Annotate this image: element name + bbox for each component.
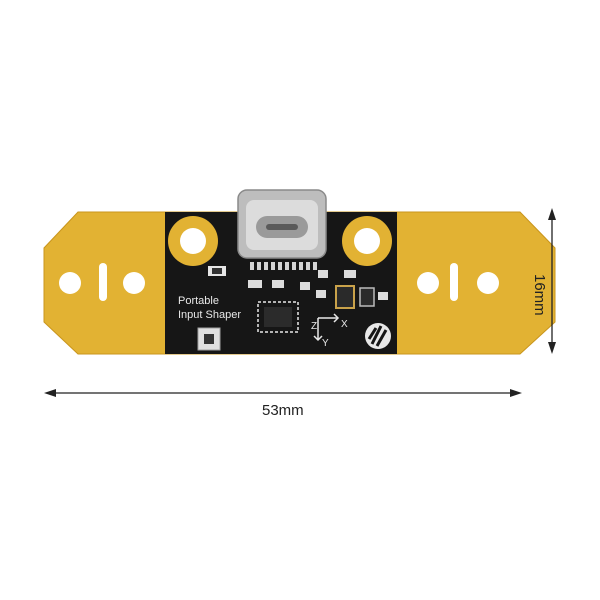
- mounting-hole-right-outer: [477, 272, 499, 294]
- silkscreen-line2: Input Shaper: [178, 309, 241, 321]
- axis-z-label: Z: [311, 321, 317, 332]
- mounting-slot-left: [99, 263, 107, 301]
- silkscreen-line1: Portable: [178, 295, 219, 307]
- mounting-hole-left-inner: [123, 272, 145, 294]
- mounting-hole-left-outer: [59, 272, 81, 294]
- height-dimension-arrow: [548, 208, 556, 354]
- axis-y-label: Y: [322, 338, 329, 349]
- stylized-s-logo-icon: [365, 323, 391, 349]
- axis-marking: [313, 313, 340, 342]
- tactile-button: [197, 327, 221, 351]
- axis-x-label: X: [341, 319, 348, 330]
- mounting-slot-right: [450, 263, 458, 301]
- height-dimension-label: 16mm: [531, 274, 548, 316]
- pcb-core: Z X Y Portable Input Shaper: [165, 189, 397, 354]
- mounting-hole-right-inner: [417, 272, 439, 294]
- width-dimension-arrow: [44, 389, 522, 397]
- connector-pins: [250, 262, 317, 270]
- width-dimension-label: 53mm: [262, 402, 304, 419]
- smd-components: [208, 266, 388, 309]
- usb-c-connector-icon: [237, 189, 327, 259]
- sensor-chip: [257, 301, 299, 333]
